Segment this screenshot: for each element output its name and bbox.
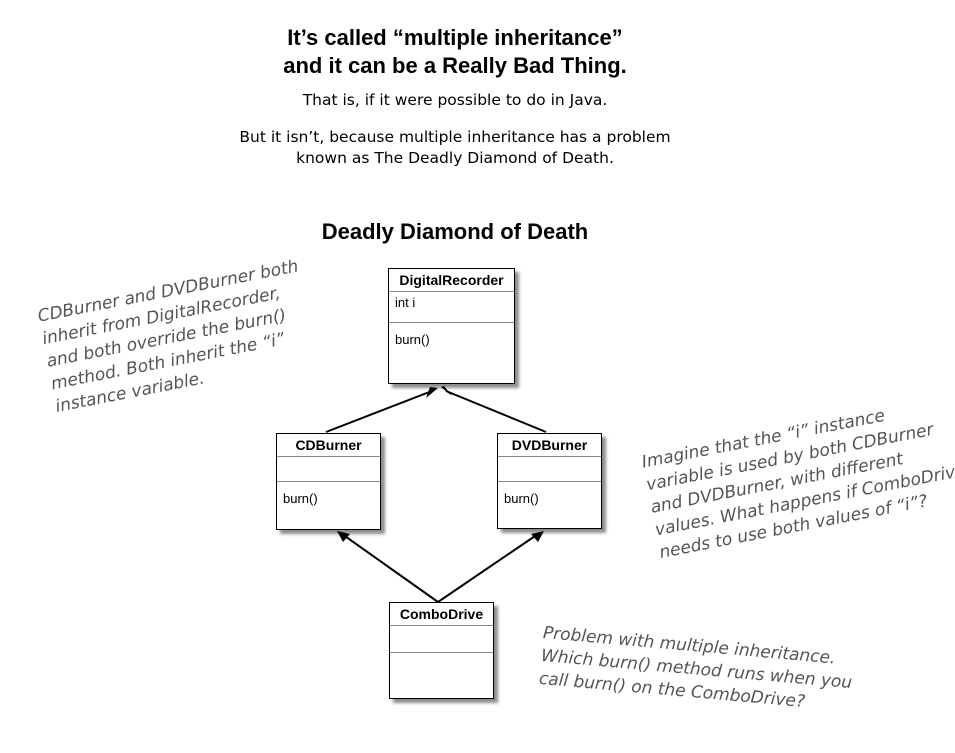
arrowhead-dr-right xyxy=(441,386,452,396)
class-name: ComboDrive xyxy=(390,603,493,626)
class-cdburner: CDBurner burn() xyxy=(276,433,381,530)
arrow-combodrive-to-cdburner xyxy=(341,533,439,603)
page-title-line1: It’s called “multiple inheritance” xyxy=(287,25,623,50)
subtitle-problem-line1: But it isn’t, because multiple inheritan… xyxy=(239,128,671,146)
class-attributes xyxy=(498,457,601,482)
subtitle-java: That is, if it were possible to do in Ja… xyxy=(302,91,608,109)
class-attributes xyxy=(277,457,380,482)
class-methods xyxy=(390,653,493,659)
subtitle-problem-line2: known as The Deadly Diamond of Death. xyxy=(296,149,614,167)
arrow-dvdburner-to-digitalrecorder xyxy=(445,390,547,433)
class-methods: burn() xyxy=(504,491,539,506)
class-attributes: int i xyxy=(389,292,514,323)
class-methods: burn() xyxy=(283,491,318,506)
class-combodrive: ComboDrive xyxy=(389,602,494,699)
class-name: DigitalRecorder xyxy=(389,269,514,292)
page-title-line2: and it can be a Really Bad Thing. xyxy=(283,53,627,78)
arrow-combodrive-to-dvdburner xyxy=(437,533,539,603)
arrow-cdburner-to-digitalrecorder xyxy=(325,390,433,433)
class-attributes xyxy=(390,626,493,653)
class-methods: burn() xyxy=(395,332,430,347)
class-digitalrecorder: DigitalRecorder int i burn() xyxy=(388,268,515,384)
class-name: CDBurner xyxy=(277,434,380,457)
class-dvdburner: DVDBurner burn() xyxy=(497,433,602,529)
arrowhead-cd xyxy=(337,531,350,542)
diagram-title: Deadly Diamond of Death xyxy=(321,219,589,244)
arrowhead-dvd xyxy=(531,531,544,542)
arrowhead-dr-left xyxy=(426,387,438,398)
class-name: DVDBurner xyxy=(498,434,601,457)
